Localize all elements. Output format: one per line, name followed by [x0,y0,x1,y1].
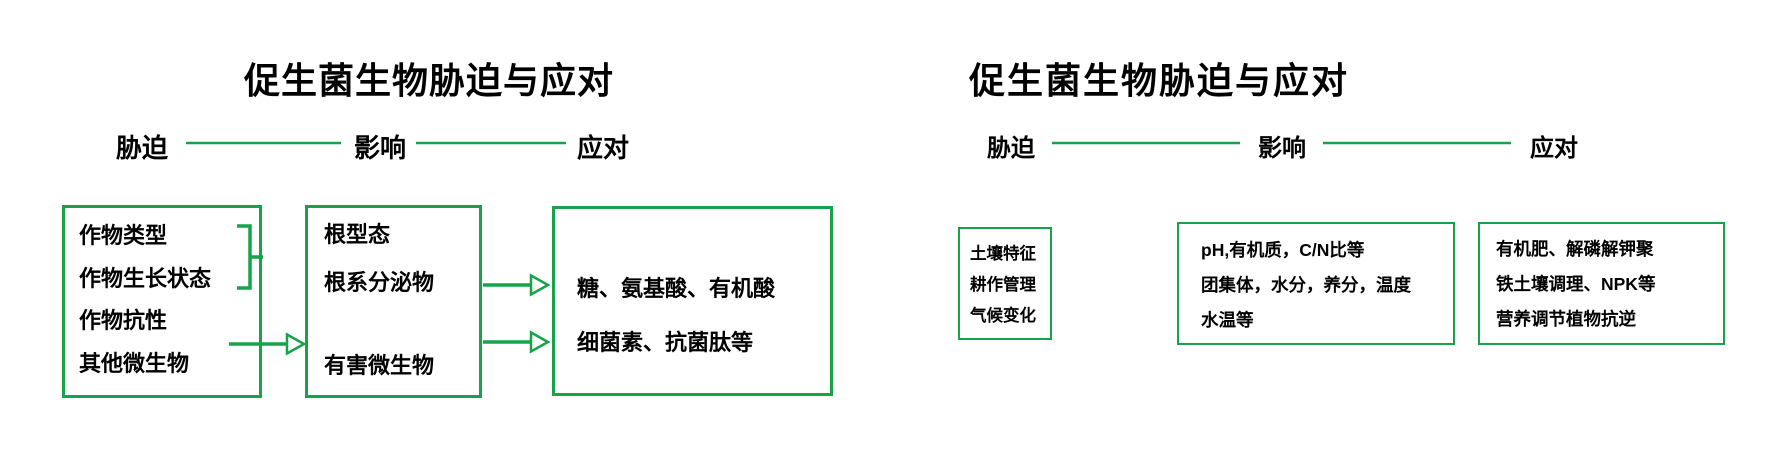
arrow-influence-to-response-lower [483,330,551,354]
left-influence-line: 根系分泌物 [324,270,435,295]
right-response-box: 有机肥、解磷解钾聚 铁土壤调理、NPK等 营养调节植物抗逆 [1478,222,1725,345]
left-stress-line: 作物类型 [79,223,168,248]
left-influence-line: 根型态 [324,222,391,247]
left-influence-box: 根型态 根系分泌物 有害微生物 [305,205,482,398]
right-header-stress: 胁迫 [987,135,1035,162]
left-response-line: 细菌素、抗菌肽等 [577,330,754,355]
left-header-response: 应对 [576,133,629,163]
right-stress-line: 耕作管理 [970,276,1036,294]
left-stress-line: 作物抗性 [79,308,168,333]
left-stress-line: 其他微生物 [79,351,190,376]
left-header-influence: 影响 [353,133,406,163]
left-stress-line: 作物生长状态 [79,266,212,291]
right-influence-box: pH,有机质，C/N比等 团集体，水分，养分，温度 水温等 [1177,222,1455,345]
right-stress-line: 土壤特征 [970,245,1036,263]
right-stress-line: 气候变化 [970,307,1036,325]
right-influence-line: pH,有机质，C/N比等 [1201,240,1365,260]
right-response-line: 营养调节植物抗逆 [1496,309,1636,329]
left-influence-line: 有害微生物 [324,353,435,378]
right-response-line: 有机肥、解磷解钾聚 [1496,239,1654,259]
right-stress-box: 土壤特征 耕作管理 气候变化 [958,227,1052,340]
arrow-influence-to-response-upper [483,273,551,297]
left-header-stress: 胁迫 [115,133,168,163]
right-influence-line: 水温等 [1201,310,1254,330]
right-header-influence: 影响 [1258,135,1306,162]
left-response-box: 糖、氨基酸、有机酸 细菌素、抗菌肽等 [552,206,833,396]
left-response-line: 糖、氨基酸、有机酸 [577,276,776,301]
right-influence-line: 团集体，水分，养分，温度 [1201,275,1411,295]
right-diagram-title: 促生菌生物胁迫与应对 [968,60,1349,101]
right-response-line: 铁土壤调理、NPK等 [1496,274,1656,294]
left-diagram-title: 促生菌生物胁迫与应对 [243,60,614,101]
right-header-response: 应对 [1530,135,1578,162]
left-stress-box: 作物类型 作物生长状态 作物抗性 其他微生物 [62,205,262,398]
